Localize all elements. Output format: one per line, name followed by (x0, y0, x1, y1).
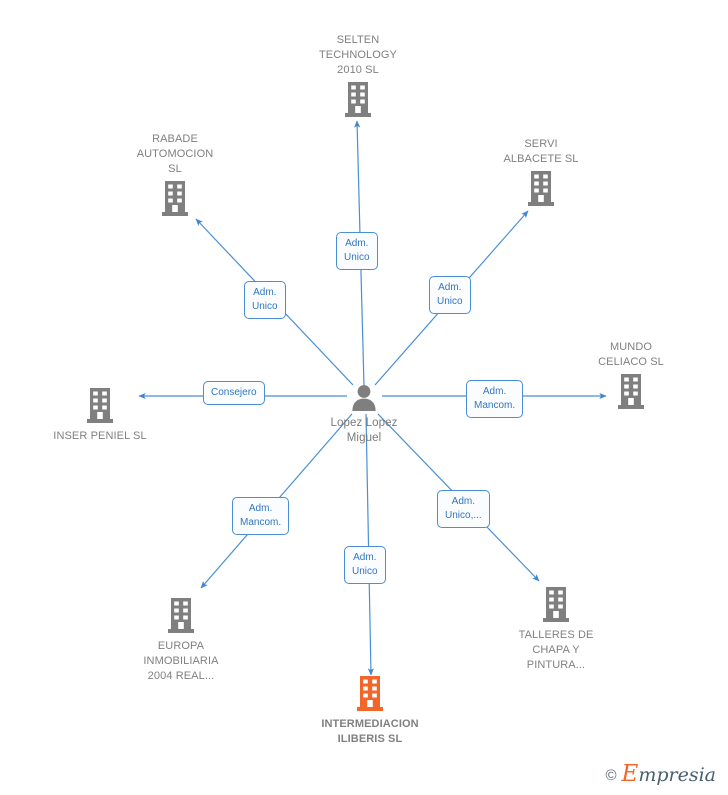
node-label: INSER PENIEL SL (53, 430, 147, 442)
building-icon (283, 81, 433, 119)
node-inser-peniel-sl[interactable]: INSER PENIEL SL (25, 387, 175, 444)
edge-mundo-celiaco-sl-label[interactable]: Adm. Mancom. (466, 380, 524, 418)
building-icon (100, 180, 250, 218)
node-intermediacion-iliberis-sl[interactable]: INTERMEDIACION ILIBERIS SL (295, 675, 445, 747)
edge-talleres-de-chapa-y-pintura-label[interactable]: Adm. Unico,... (437, 490, 490, 528)
edge-europa-inmobiliaria-2004-real-label[interactable]: Adm. Mancom. (232, 497, 290, 535)
building-icon (25, 387, 175, 425)
node-label: MUNDO CELIACO SL (598, 341, 664, 368)
building-icon (295, 675, 445, 713)
brand-rest: mpresia (638, 764, 716, 786)
edge-inser-peniel-sl-label[interactable]: Consejero (203, 381, 265, 405)
watermark: © Empresia (605, 763, 716, 786)
edge-intermediacion-iliberis-sl-label[interactable]: Adm. Unico (344, 546, 386, 584)
copyright-icon: © (605, 766, 617, 784)
building-icon (466, 170, 616, 208)
edge-servi-albacete-sl-label[interactable]: Adm. Unico (429, 276, 471, 314)
node-label: Lopez Lopez Miguel (330, 417, 398, 444)
node-selten-technology-2010-sl[interactable]: SELTEN TECHNOLOGY 2010 SL (283, 33, 433, 119)
node-mundo-celiaco-sl[interactable]: MUNDO CELIACO SL (556, 340, 706, 411)
node-label: INTERMEDIACION ILIBERIS SL (321, 718, 419, 745)
edge-selten-technology-2010-sl-label[interactable]: Adm. Unico (336, 232, 378, 270)
node-label: SELTEN TECHNOLOGY 2010 SL (318, 34, 397, 76)
brand-name: Empresia (622, 763, 716, 786)
node-center-person[interactable]: Lopez Lopez Miguel (289, 384, 439, 446)
node-talleres-de-chapa-y-pintura[interactable]: TALLERES DE CHAPA Y PINTURA... (481, 586, 631, 673)
node-servi-albacete-sl[interactable]: SERVI ALBACETE SL (466, 137, 616, 208)
node-label: SERVI ALBACETE SL (503, 138, 579, 165)
node-rabade-automocion-sl[interactable]: RABADE AUTOMOCION SL (100, 132, 250, 218)
building-icon (481, 586, 631, 624)
node-label: TALLERES DE CHAPA Y PINTURA... (518, 629, 594, 671)
edge-rabade-automocion-sl-label[interactable]: Adm. Unico (244, 281, 286, 319)
node-europa-inmobiliaria-2004-real[interactable]: EUROPA INMOBILIARIA 2004 REAL... (106, 597, 256, 684)
building-icon (556, 373, 706, 411)
person-icon (289, 384, 439, 412)
edge-intermediacion-iliberis-sl (365, 413, 374, 676)
node-label: EUROPA INMOBILIARIA 2004 REAL... (143, 640, 219, 682)
brand-initial: E (621, 761, 639, 787)
node-label: RABADE AUTOMOCION SL (136, 133, 214, 175)
building-icon (106, 597, 256, 635)
